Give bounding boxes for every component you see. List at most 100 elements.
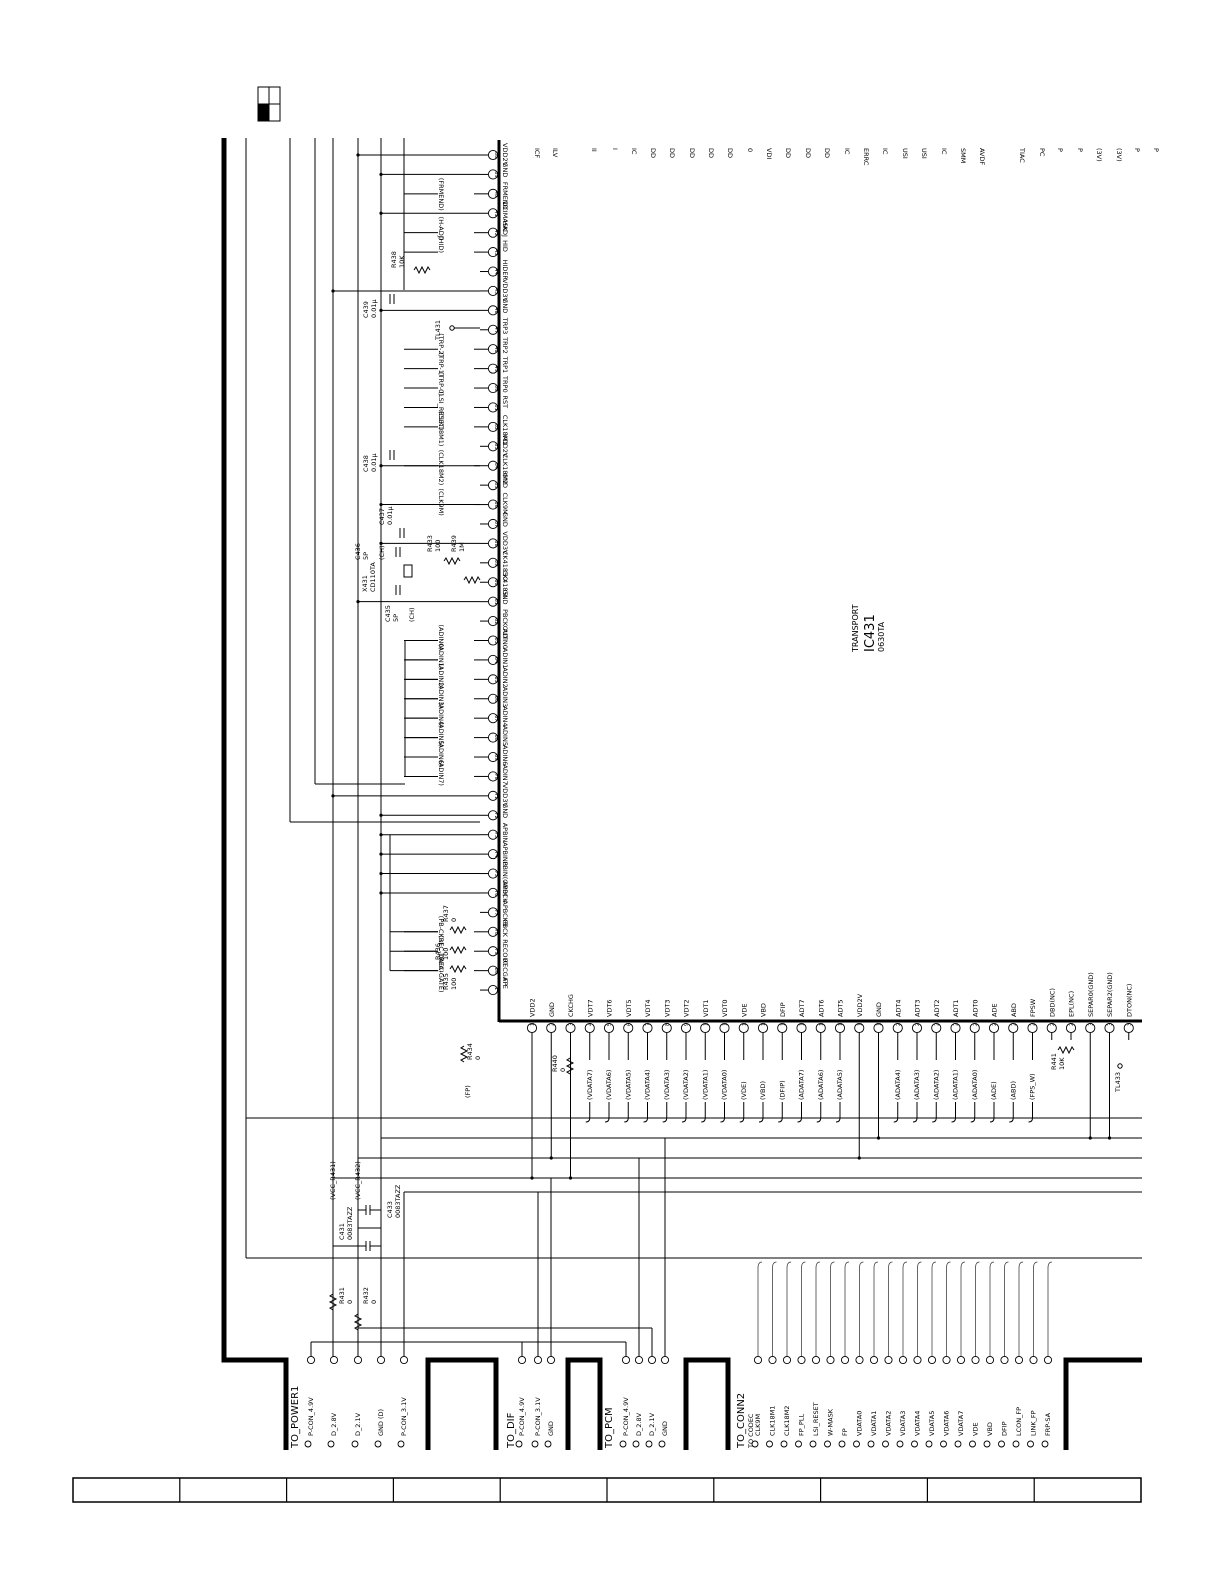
component-ref: R431 — [338, 1287, 346, 1304]
resistor-zigzag — [565, 1057, 575, 1075]
signal-wire — [739, 1117, 745, 1123]
connector-pin-label: D_2.8V — [330, 1412, 338, 1436]
signal-wire — [970, 1117, 976, 1123]
pin-number: 59 — [493, 560, 499, 566]
pin-name: ABD — [1010, 1003, 1018, 1017]
top-pin-label: PC — [1038, 148, 1046, 157]
pin-name: CKCHG — [567, 994, 575, 1017]
connector-pin-bottom — [766, 1440, 773, 1448]
pin-circle — [834, 1022, 846, 1034]
connector-pin-label: GND — [547, 1421, 555, 1436]
pin-number: 69 — [493, 754, 499, 760]
component-ref: R432 — [362, 1287, 370, 1304]
pin-circle — [1065, 1022, 1077, 1034]
signal-wire — [585, 1117, 591, 1123]
pin-name: APBCK — [501, 881, 509, 903]
top-pin-label: 0 — [746, 148, 754, 152]
top-pin-label: DD — [784, 148, 792, 158]
top-pin-label: USI — [901, 148, 909, 159]
pin-name: FRMEND — [501, 182, 509, 210]
component-ref: R437 — [442, 905, 450, 922]
signal-label: (ADATA6) — [817, 1070, 825, 1100]
sheet-position-marker — [257, 86, 281, 122]
connector-pin-top — [840, 1355, 850, 1365]
connector-pin-bottom — [824, 1440, 831, 1448]
pin-number: 55 — [493, 482, 499, 488]
pin-circle — [487, 421, 499, 432]
connector-pin-top — [621, 1355, 631, 1365]
top-pin-label: ERRC — [862, 148, 870, 166]
pin-circle — [487, 402, 499, 413]
pin-circle — [526, 1022, 538, 1034]
pin-name: ADT2 — [933, 999, 941, 1017]
pin-number: 46 — [493, 307, 499, 313]
component-ref: TL431 — [434, 320, 442, 341]
signal-wire — [816, 1117, 822, 1123]
component-value: 1M — [458, 542, 466, 552]
resistor-zigzag — [449, 945, 467, 955]
pin-number: 28 — [1050, 1020, 1056, 1026]
component-ref: R433 — [426, 535, 434, 552]
resistor-zigzag — [463, 575, 481, 585]
pin-number: 73 — [493, 832, 499, 838]
connector-pin-top — [985, 1355, 995, 1365]
stub-line — [1004, 1261, 1009, 1360]
connector-pin-label: VDATA0 — [856, 1411, 864, 1436]
pin-circle — [911, 1022, 923, 1034]
pin-number: 39 — [493, 171, 499, 177]
component-ref: C439 — [362, 301, 370, 318]
connector-pin-label: D_2.1V — [648, 1412, 656, 1436]
pin-number: 50 — [493, 385, 499, 391]
net-label-fp: (FP) — [464, 1085, 472, 1098]
pin-circle — [487, 441, 499, 452]
signal-label: (ADIN5) — [437, 722, 445, 747]
component-value: 0 — [474, 1056, 482, 1060]
signal-wire — [681, 1117, 687, 1123]
pin-name: VDT7 — [586, 999, 594, 1017]
pin-name: ADT3 — [914, 999, 922, 1017]
pin-number: 75 — [493, 871, 499, 877]
pin-number: 70 — [493, 773, 499, 779]
signal-label: (VDATA4) — [644, 1070, 652, 1100]
pin-name: TRP3 — [501, 317, 509, 335]
pin-circle — [487, 926, 499, 937]
pin-circle — [487, 732, 499, 743]
component-label: (CH) — [378, 546, 386, 561]
pin-circle — [1123, 1022, 1134, 1034]
connector-pin-top — [884, 1355, 893, 1365]
connector-pin-bottom — [374, 1440, 382, 1448]
connector-pin-bottom — [795, 1440, 802, 1448]
pin-circle — [487, 557, 499, 568]
pin-number: 79 — [493, 948, 499, 954]
signal-label: (PB-CKB) — [437, 916, 445, 945]
pin-circle — [487, 208, 499, 219]
signal-label: (ABD) — [1009, 1081, 1017, 1100]
pin-circle — [487, 518, 499, 530]
pin-name: ADIN3 — [501, 687, 509, 707]
pin-name: PBIN(GND) — [501, 862, 509, 897]
top-pin-label: IC — [881, 148, 889, 155]
connector-pin-label: LCON_FP — [1015, 1407, 1023, 1436]
top-pin-label: SMM — [959, 148, 967, 163]
pin-circle — [487, 247, 499, 258]
stub-line — [946, 1261, 951, 1360]
pin-circle — [487, 810, 499, 821]
signal-label: (ADATA1) — [952, 1070, 960, 1100]
pin-name: ADT7 — [798, 999, 806, 1017]
component-value: (CH) — [378, 546, 386, 561]
top-pin-label: ICF — [533, 148, 541, 158]
signal-label: (ADIN7) — [437, 760, 445, 785]
connector-pin-top — [634, 1355, 644, 1365]
